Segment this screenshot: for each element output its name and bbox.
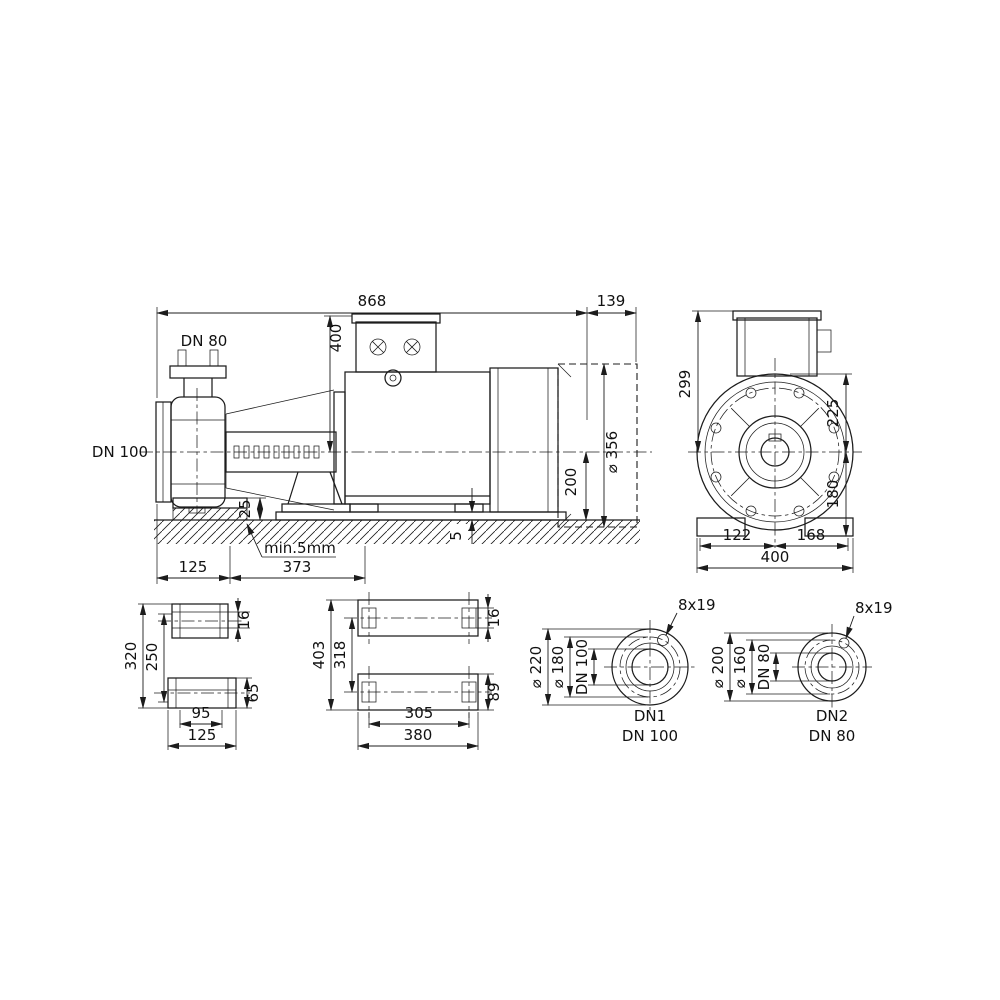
end-view-dimensions: 299 225 180 122 168 400 xyxy=(676,310,854,573)
discharge-flange xyxy=(169,349,227,397)
dim-f2-circle: ⌀ 160 xyxy=(731,646,749,688)
keyway xyxy=(768,433,782,442)
dim-mf-overall: 403 xyxy=(310,641,328,670)
dim-mf-base: 89 xyxy=(485,682,503,701)
flange-dn2-caption-line1: DN2 xyxy=(816,707,848,725)
ground-hatch xyxy=(154,520,640,544)
dim-f2-bolts: 8x19 xyxy=(855,599,893,617)
dim-mf-holes: 305 xyxy=(405,704,434,722)
dim-f1-circle: ⌀ 180 xyxy=(549,646,567,688)
screw-icon xyxy=(403,338,421,356)
side-view: 868 139 400 ⌀ 356 200 25 min.5mm 125 373 xyxy=(92,292,652,584)
fan-cover xyxy=(489,367,559,513)
plinth-hatch xyxy=(173,508,247,520)
dim-pf-centers: 250 xyxy=(143,643,161,672)
dim-f2-bore: DN 80 xyxy=(755,644,773,691)
end-view: 299 225 180 122 168 400 xyxy=(676,310,862,573)
end-terminal-box xyxy=(732,310,832,377)
dim-base-width: 400 xyxy=(761,548,790,566)
motor-foot-dimensions: 403 318 16 89 305 380 xyxy=(310,594,503,750)
motor xyxy=(333,313,638,528)
dim-pf-overall: 320 xyxy=(122,642,140,671)
dim-mf-centers: 318 xyxy=(331,641,349,670)
label-suction-dn: DN 100 xyxy=(92,443,148,461)
dim-f1-bolts: 8x19 xyxy=(678,596,716,614)
dim-mf-slot: 16 xyxy=(485,608,503,627)
dim-height-top: 400 xyxy=(327,324,345,353)
motor-body xyxy=(344,371,491,505)
dim-foot-span: 373 xyxy=(283,558,312,576)
dim-f2-outer: ⌀ 200 xyxy=(709,646,727,688)
dim-box-height: 299 xyxy=(676,370,694,399)
dim-shim: 5 xyxy=(447,531,465,541)
dim-pf-width: 125 xyxy=(188,726,217,744)
flange-dn2-dimensions: ⌀ 200 ⌀ 160 DN 80 xyxy=(709,632,832,702)
eyebolt-icon xyxy=(384,369,402,387)
hub-circle xyxy=(738,415,812,489)
pump-foot-dimensions: 320 250 16 65 95 125 xyxy=(122,598,262,750)
motor-envelope-dashed xyxy=(557,363,638,528)
flange-dn2-caption-line2: DN 80 xyxy=(809,727,856,745)
dim-overhang: 139 xyxy=(597,292,626,310)
dim-mf-width: 380 xyxy=(404,726,433,744)
flange-dn1-caption-line1: DN1 xyxy=(634,707,666,725)
dim-upper: 225 xyxy=(824,399,842,428)
dim-pf-plate: 16 xyxy=(235,610,253,629)
side-view-dimensions: 868 139 400 ⌀ 356 200 25 min.5mm 125 373 xyxy=(92,292,637,584)
dim-f1-bore: DN 100 xyxy=(573,639,591,695)
flange-dn1-caption-line2: DN 100 xyxy=(622,727,678,745)
flange-dn1: 8x19 ⌀ 220 ⌀ 180 DN 100 DN1 DN 100 xyxy=(527,596,716,745)
screw-icon xyxy=(369,338,387,356)
dim-total-length: 868 xyxy=(358,292,387,310)
dim-foot-offset: 125 xyxy=(179,558,208,576)
label-discharge-dn: DN 80 xyxy=(181,332,228,350)
dim-right-foot: 168 xyxy=(797,526,826,544)
dim-foot-height: 25 xyxy=(236,499,254,518)
dim-pf-base: 65 xyxy=(244,683,262,702)
dim-pf-holes: 95 xyxy=(191,704,210,722)
bolt-hole xyxy=(838,637,850,649)
dim-motor-diameter: ⌀ 356 xyxy=(603,431,621,473)
shaft-circle xyxy=(760,437,790,467)
dim-left-foot: 122 xyxy=(723,526,752,544)
bearing-frame xyxy=(225,389,337,511)
baseplate xyxy=(275,511,567,521)
left-foot xyxy=(696,517,746,537)
pump-foot xyxy=(172,497,248,521)
terminal-box xyxy=(351,313,441,373)
dim-grout: min.5mm xyxy=(264,539,336,557)
dim-center-height: 200 xyxy=(562,468,580,497)
pump-foot-detail: 320 250 16 65 95 125 xyxy=(122,598,262,750)
dim-lower: 180 xyxy=(824,480,842,509)
flange-dn1-dimensions: ⌀ 220 ⌀ 180 DN 100 xyxy=(527,628,650,706)
flange-dn2: 8x19 ⌀ 200 ⌀ 160 DN 80 DN2 DN 80 xyxy=(709,599,893,745)
motor-foot-detail: 403 318 16 89 305 380 xyxy=(310,592,503,750)
bolt-hole xyxy=(657,634,669,646)
dim-f1-outer: ⌀ 220 xyxy=(527,646,545,688)
volute-casing xyxy=(170,396,226,514)
right-foot xyxy=(804,517,854,537)
